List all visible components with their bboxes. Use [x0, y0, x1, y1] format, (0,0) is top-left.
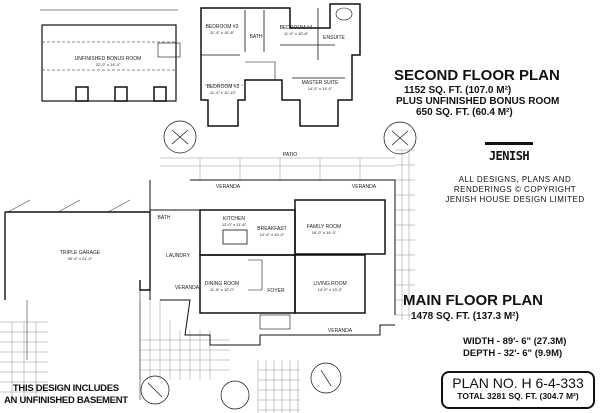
second-floor-plan: [200, 3, 361, 127]
width-dimension: WIDTH - 89'- 6" (27.3M): [463, 336, 567, 347]
copyright-line: ALL DESIGNS, PLANS AND: [458, 175, 572, 184]
veranda-rear: VERANDA: [215, 184, 241, 190]
second-floor-title: SECOND FLOOR PLAN: [394, 67, 560, 84]
paving-grid: [0, 149, 415, 413]
patio-label: PATIO: [282, 152, 298, 158]
dimensions-block: WIDTH - 89'- 6" (27.3M) DEPTH - 32'- 6" …: [463, 336, 566, 360]
room-bath-upper: BATH: [249, 34, 263, 40]
tree-icons: [140, 120, 417, 410]
second-floor-area-block: 1152 SQ. FT. (107.0 M²) PLUS UNFINISHED …: [396, 85, 559, 118]
veranda-left: VERANDA: [174, 285, 200, 291]
bonus-room-area: 650 SQ. FT. (60.4 M²): [416, 107, 513, 118]
copyright-line: JENISH HOUSE DESIGN LIMITED: [445, 195, 585, 204]
main-floor-area: 1478 SQ. FT. (137.3 M²): [411, 311, 519, 322]
basement-note-line: AN UNFINISHED BASEMENT: [4, 395, 128, 406]
second-floor-area: 1152 SQ. FT. (107.0 M²): [404, 85, 512, 96]
basement-note-line: THIS DESIGN INCLUDES: [12, 383, 119, 394]
jenish-logo: JENISH: [485, 142, 533, 173]
room-laundry: LAUNDRY: [166, 253, 190, 259]
bonus-room-plan: [40, 9, 181, 102]
room-foyer: FOYER: [267, 288, 285, 294]
veranda-side: VERANDA: [351, 184, 377, 190]
plan-number-box: PLAN NO. H 6-4-333 TOTAL 3281 SQ. FT. (3…: [441, 371, 595, 409]
room-bath-main: BATH: [157, 215, 171, 221]
main-floor-title: MAIN FLOOR PLAN: [403, 292, 543, 309]
plan-total-area: TOTAL 3281 SQ. FT. (304.7 M²): [457, 391, 579, 401]
plan-number: PLAN NO. H 6-4-333: [452, 375, 584, 391]
bonus-room-line: PLUS UNFINISHED BONUS ROOM: [396, 96, 560, 107]
copyright-notice: ALL DESIGNS, PLANS AND RENDERINGS © COPY…: [440, 175, 590, 205]
depth-dimension: DEPTH - 32'- 6" (9.9M): [463, 348, 563, 359]
main-floor-plan: [149, 179, 396, 346]
veranda-front: VERANDA: [327, 328, 353, 334]
copyright-line: RENDERINGS © COPYRIGHT: [453, 185, 577, 194]
basement-note: THIS DESIGN INCLUDES AN UNFINISHED BASEM…: [4, 383, 128, 407]
room-ensuite: ENSUITE: [323, 35, 345, 41]
garage-plan: [4, 199, 151, 400]
